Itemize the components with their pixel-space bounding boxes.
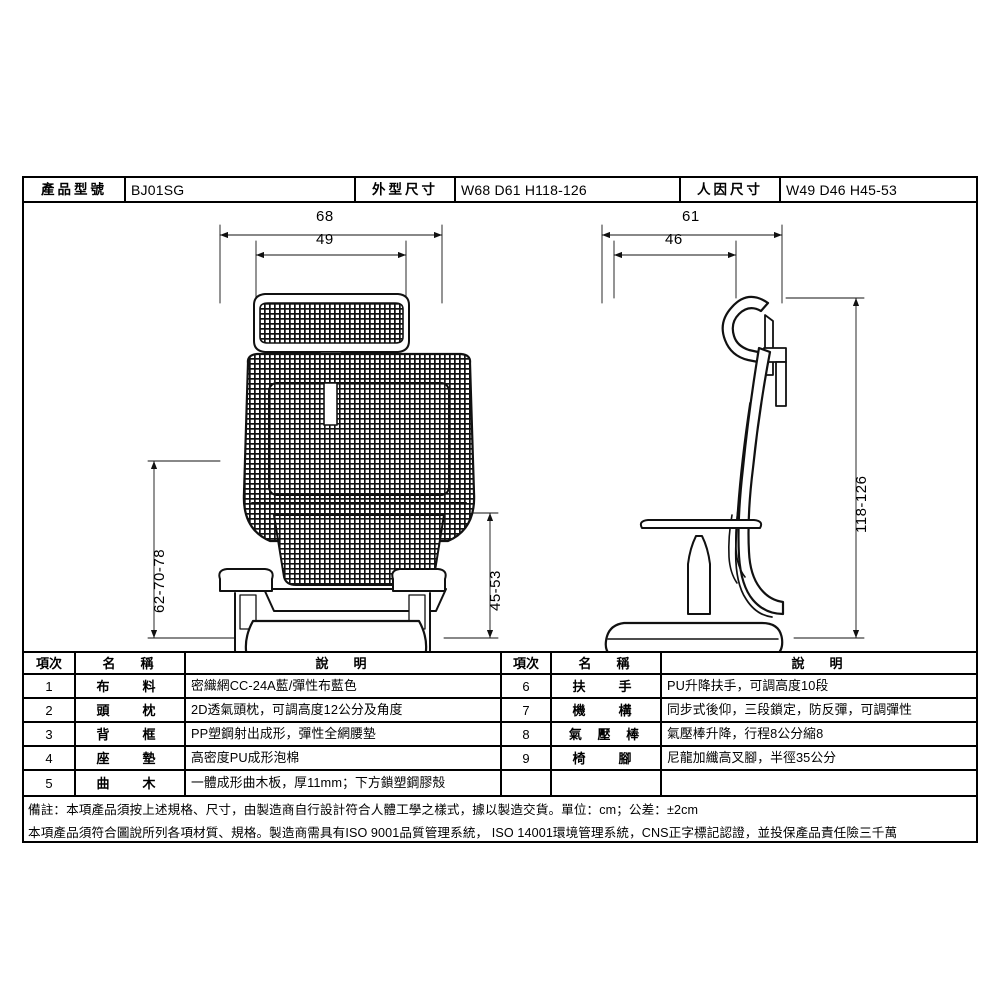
table-row-desc: 一體成形曲木板，厚11mm；下方鎖塑鋼膠殼 [184,771,500,795]
outer-dim-value-cell: W68 D61 H118-126 [454,178,679,203]
table-row-name: 布 料 [74,675,184,699]
side-height-range-label: 118-126 [853,475,870,533]
table-row-name: 座 墊 [74,747,184,771]
ergonomic-dimension-label: 人因尺寸 [697,181,763,197]
specification-sheet: 產品型號 BJ01SG 外型尺寸 W68 D61 H118-126 人因尺寸 W… [22,176,978,843]
table-row-index: 7 [500,699,550,723]
right-col-header-desc: 說 明 [660,651,976,675]
footer-remarks: 備註：本項產品須按上述規格、尺寸，由製造商自行設計符合人體工學之樣式，據以製造交… [24,795,976,843]
side-view-chair [604,295,787,651]
left-col-header-index: 項次 [24,651,74,675]
header-row: 產品型號 BJ01SG 外型尺寸 W68 D61 H118-126 人因尺寸 W… [24,178,976,203]
remark-line-2: 本項產品須符合圖說所列各項材質、規格。製造商需具有ISO 9001品質管理系統，… [28,826,898,840]
ergo-dim-label-cell: 人因尺寸 [679,178,779,203]
table-row-index: 2 [24,699,74,723]
table-row-name: 頭 枕 [74,699,184,723]
technical-drawing-area: 68 49 61 46 62-70-78 45-53 118-126 [24,203,976,651]
outer-dim-label-cell: 外型尺寸 [354,178,454,203]
table-row-desc: 氣壓棒升降，行程8公分縮8 [660,723,976,747]
side-seat-depth-label: 46 [665,231,683,248]
table-row-name [550,771,660,795]
front-seat-width-label: 49 [316,231,334,248]
right-col-header-name: 名 稱 [550,651,660,675]
table-row-desc: PP塑鋼射出成形，彈性全網腰墊 [184,723,500,747]
model-value: BJ01SG [131,181,185,198]
table-row-index: 8 [500,723,550,747]
table-row-desc: 高密度PU成形泡棉 [184,747,500,771]
table-row-name: 椅 腳 [550,747,660,771]
table-row-desc: PU升降扶手，可調高度10段 [660,675,976,699]
front-overall-width-label: 68 [316,208,334,225]
seat-height-range-label: 45-53 [487,570,504,611]
specification-table: 項次 名 稱 說 明 1 布 料 密織網CC-24A藍/彈性布藍色 2 頭 枕 … [24,651,976,795]
model-label: 產品型號 [41,181,107,197]
table-row-desc: 同步式後仰，三段鎖定，防反彈，可調彈性 [660,699,976,723]
table-row-desc: 2D透氣頭枕，可調高度12公分及角度 [184,699,500,723]
table-row-index: 6 [500,675,550,699]
outer-dimension-label: 外型尺寸 [372,181,438,197]
ergo-dim-value-cell: W49 D46 H45-53 [779,178,976,203]
table-row-index [500,771,550,795]
left-col-header-desc: 說 明 [184,651,500,675]
side-overall-depth-label: 61 [682,208,700,225]
table-row-index: 1 [24,675,74,699]
table-row-desc: 密織網CC-24A藍/彈性布藍色 [184,675,500,699]
table-row-desc [660,771,976,795]
front-view-chair [218,293,476,651]
table-row-index: 5 [45,775,53,791]
left-col-header-name: 名 稱 [74,651,184,675]
table-row-name: 曲 木 [74,771,184,795]
front-height-range-label: 62-70-78 [151,548,168,613]
table-row-index: 9 [500,747,550,771]
right-col-header-index: 項次 [500,651,550,675]
outer-dimension-value: W68 D61 H118-126 [461,181,587,198]
model-value-cell: BJ01SG [124,178,354,203]
remark-line-1: 備註：本項產品須按上述規格、尺寸，由製造商自行設計符合人體工學之樣式，據以製造交… [28,803,699,817]
table-row-index: 4 [24,747,74,771]
table-row-name: 氣 壓 棒 [550,723,660,747]
table-row-desc: 尼龍加纖高叉腳，半徑35公分 [660,747,976,771]
table-row-index: 3 [24,723,74,747]
table-row-name: 機 構 [550,699,660,723]
model-label-cell: 產品型號 [24,178,124,203]
table-row-name: 扶 手 [550,675,660,699]
table-row-name: 背 框 [74,723,184,747]
ergonomic-dimension-value: W49 D46 H45-53 [786,181,897,198]
